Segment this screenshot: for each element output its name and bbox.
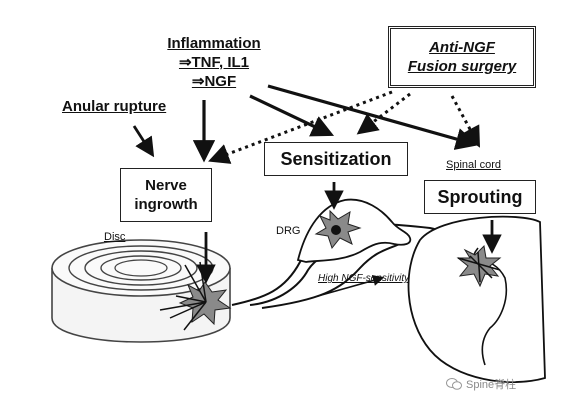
spinal-cord-label: Spinal cord (446, 159, 502, 171)
spinal-cord-illustration (407, 215, 546, 383)
disc-illustration (51, 239, 231, 343)
disc-label: Disc (104, 231, 126, 243)
nerve-ingrowth-box: Nerve ingrowth (120, 168, 212, 222)
nerve-ingrowth-line1: Nerve (145, 177, 187, 194)
inflammation-title: Inflammation (167, 35, 261, 52)
watermark: Spine脊柱 (446, 376, 516, 392)
sprouting-box: Sprouting (424, 180, 536, 214)
sensitization-box: Sensitization (264, 142, 408, 176)
ngf-sensitivity-arrow (317, 275, 385, 297)
high-ngf-sensitivity-label: High NGF-sensitivity (318, 273, 410, 284)
disc-nerve-star (159, 261, 232, 331)
sensitization-label: Sensitization (280, 149, 392, 169)
inflammation-cytokines: ⇒TNF, IL1 (178, 54, 250, 71)
anular-rupture-label: Anular rupture (62, 98, 167, 115)
drg-ganglion (296, 198, 412, 263)
anti-ngf-arrows (208, 90, 481, 164)
anti-ngf-label: Anti-NGF (429, 39, 495, 56)
misc-arrows (132, 125, 502, 284)
watermark-text: Spine脊柱 (466, 379, 517, 391)
fusion-surgery-label: Fusion surgery (407, 58, 517, 75)
anti-ngf-box: Anti-NGF Fusion surgery (388, 26, 536, 88)
inflammation-label: Inflammation ⇒TNF, IL1 ⇒NGF (150, 34, 278, 91)
chat-bubble-icon (446, 378, 462, 390)
inflammation-ngf: ⇒NGF (191, 73, 237, 90)
nerve-ingrowth-line2: ingrowth (134, 196, 198, 213)
sprouting-label: Sprouting (437, 187, 523, 207)
drg-label: DRG (276, 225, 301, 237)
